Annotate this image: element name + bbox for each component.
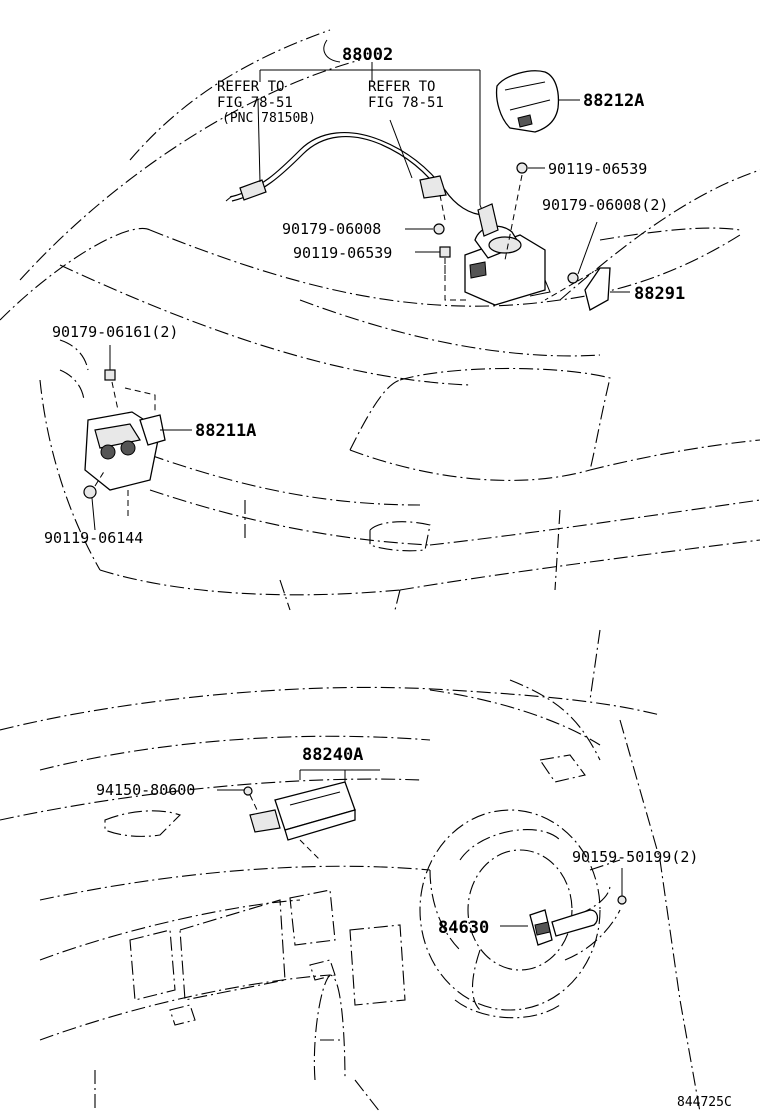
label-90159-50199-2: 90159-50199(2) — [572, 848, 698, 866]
label-88291: 88291 — [634, 284, 685, 304]
label-94150-80600: 94150-80600 — [96, 781, 195, 799]
label-90119-06539-mid: 90119-06539 — [293, 244, 392, 262]
label-90179-06008: 90179-06008 — [282, 220, 381, 238]
label-90119-06539-top: 90119-06539 — [548, 160, 647, 178]
bracket-88291 — [544, 267, 630, 311]
label-90119-06144: 90119-06144 — [44, 529, 143, 547]
label-88240A: 88240A — [302, 745, 363, 765]
ref-right-line2: FIG 78-51 — [368, 95, 444, 111]
fasteners-upper — [405, 162, 598, 284]
part-labels: 88002 REFER TO FIG 78-51 (PNC 78150B) RE… — [44, 45, 732, 1110]
ref-left-line2: FIG 78-51 — [217, 95, 293, 111]
throttle-cable-assembly — [225, 99, 486, 221]
actuator-cover — [495, 70, 580, 133]
label-88211A: 88211A — [195, 421, 256, 441]
dashboard-outline — [0, 679, 701, 1112]
label-90179-06008-2: 90179-06008(2) — [542, 196, 668, 214]
ref-right-line1: REFER TO — [368, 79, 435, 95]
leader-88002 — [259, 39, 481, 205]
figure-code: 844725C — [677, 1095, 732, 1110]
cruise-actuator — [444, 203, 551, 306]
control-module-88211A — [83, 345, 192, 531]
label-90179-06161-2: 90179-06161(2) — [52, 323, 178, 341]
vehicle-front-outline — [0, 29, 760, 701]
ref-left-line1: REFER TO — [217, 79, 284, 95]
cruise-control-switch-84630 — [500, 868, 627, 946]
cruise-computer-88240A — [217, 769, 380, 861]
label-88212A: 88212A — [583, 91, 644, 111]
label-88002: 88002 — [342, 45, 393, 65]
ref-left-line3: (PNC 78150B) — [222, 111, 316, 126]
label-84630: 84630 — [438, 918, 489, 938]
